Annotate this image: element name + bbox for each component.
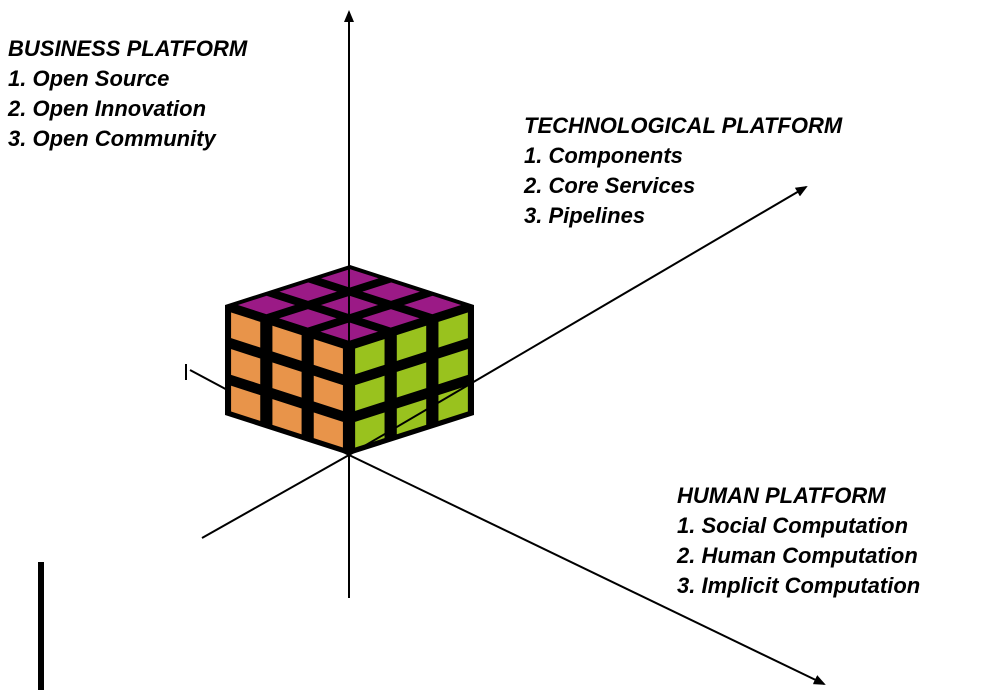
right-face-sticker (437, 311, 469, 349)
top-face-sticker (358, 308, 423, 329)
right-face-sticker (395, 324, 428, 363)
left-face-sticker (271, 397, 303, 436)
top-face-sticker (359, 281, 424, 302)
right-face-sticker (354, 374, 386, 413)
human-axis-arrow (348, 454, 826, 685)
technological-item: 2. Core Services (524, 173, 696, 198)
right-face-sticker (437, 347, 469, 386)
technological-platform-title: TECHNOLOGICAL PLATFORM (524, 113, 843, 138)
left-face-sticker (312, 411, 344, 449)
left-face-sticker (230, 347, 262, 386)
top-face-sticker (276, 281, 341, 302)
human-item: 3. Implicit Computation (677, 573, 921, 598)
top-face-sticker (275, 308, 340, 329)
business-platform-label: BUSINESS PLATFORM 1. Open Source 2. Open… (8, 34, 247, 154)
business-item: 3. Open Community (8, 126, 216, 151)
left-face-sticker (230, 384, 262, 423)
left-face-sticker (230, 311, 262, 349)
human-item: 1. Social Computation (677, 513, 909, 538)
human-item: 2. Human Computation (677, 543, 918, 568)
business-item: 1. Open Source (8, 66, 170, 91)
vertical-bar (38, 562, 44, 690)
human-platform-label: HUMAN PLATFORM 1. Social Computation 2. … (677, 481, 920, 601)
technological-axis-back (201, 454, 350, 539)
left-face-sticker (312, 337, 344, 376)
top-face-sticker (234, 294, 299, 316)
left-face-sticker (312, 374, 344, 413)
right-face-sticker (395, 397, 428, 436)
technological-axis-arrow (348, 185, 808, 456)
right-face-sticker (395, 361, 428, 399)
left-face-sticker (271, 361, 303, 399)
top-face-sticker (400, 294, 465, 316)
right-face-sticker (354, 337, 386, 376)
business-platform-title: BUSINESS PLATFORM (8, 36, 248, 61)
left-face-sticker (271, 324, 303, 363)
human-platform-title: HUMAN PLATFORM (677, 483, 886, 508)
technological-item: 3. Pipelines (524, 203, 646, 228)
business-item: 2. Open Innovation (8, 96, 207, 121)
technological-item: 1. Components (524, 143, 683, 168)
technological-platform-label: TECHNOLOGICAL PLATFORM 1. Components 2. … (524, 111, 842, 231)
